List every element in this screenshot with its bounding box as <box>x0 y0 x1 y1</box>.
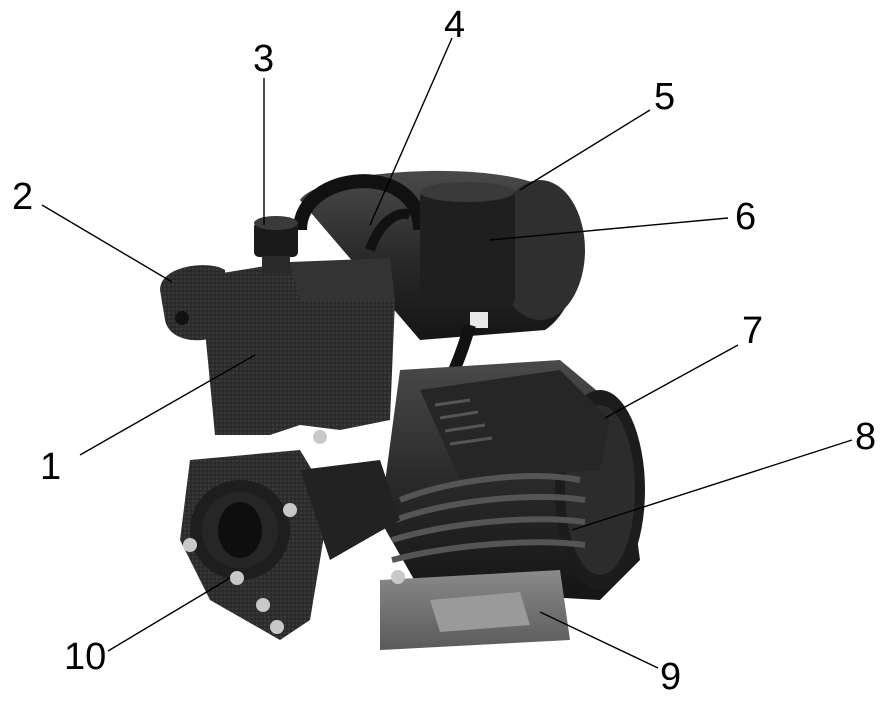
leader-line-4 <box>369 37 453 226</box>
callout-3: 3 <box>253 38 275 80</box>
power-cable <box>293 174 427 252</box>
callout-9: 9 <box>660 656 682 698</box>
front-flange <box>180 430 405 640</box>
terminal-box <box>420 370 610 480</box>
callout-8: 8 <box>855 416 877 458</box>
inlet-port <box>160 265 230 341</box>
leader-line-10 <box>107 577 231 652</box>
leader-line-7 <box>604 344 739 419</box>
leader-lines <box>41 37 853 669</box>
pump-casing <box>205 258 395 435</box>
priming-plug <box>254 216 298 274</box>
leader-line-9 <box>539 611 659 669</box>
callout-1: 1 <box>40 446 62 488</box>
callout-10: 10 <box>64 636 107 678</box>
leader-line-8 <box>571 439 853 531</box>
leader-line-6 <box>489 217 729 241</box>
callout-7: 7 <box>742 310 764 352</box>
cooling-fins <box>391 473 586 563</box>
leader-line-2 <box>41 204 173 283</box>
callout-6: 6 <box>735 196 757 238</box>
callout-4: 4 <box>444 4 466 46</box>
pump-base <box>380 570 570 650</box>
leader-line-1 <box>79 354 256 456</box>
leader-line-5 <box>519 109 651 191</box>
callout-5: 5 <box>654 76 676 118</box>
callout-2: 2 <box>12 176 34 218</box>
